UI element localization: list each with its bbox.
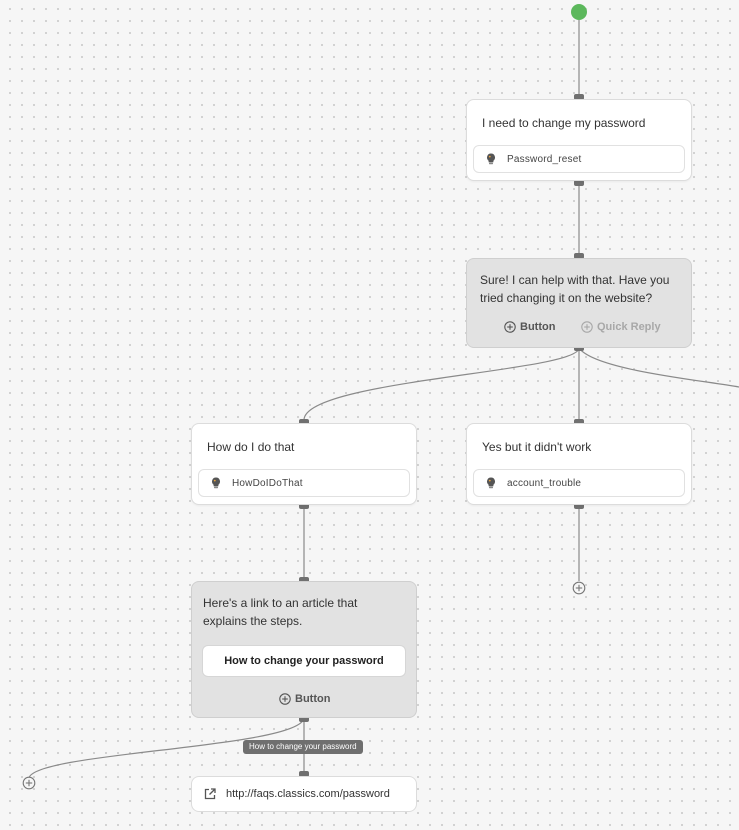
bot-message-text: Sure! I can help with that. Have you tri…: [480, 273, 670, 305]
bot-message-text: Here's a link to an article that explain…: [203, 596, 358, 628]
add-button-label: Button: [295, 693, 331, 705]
start-node[interactable]: [571, 4, 587, 20]
user-message-node-2[interactable]: How do I do that HowDoIDoThat: [191, 423, 417, 505]
add-quick-reply-label: Quick Reply: [597, 321, 661, 333]
user-message-text: I need to change my password: [482, 116, 646, 130]
edge-bot-1-to-user-2: [303, 347, 580, 421]
intent-chip[interactable]: account_trouble: [473, 469, 685, 497]
port-bot-1-in: [574, 253, 584, 259]
user-message-node-1[interactable]: I need to change my password Password_re…: [466, 99, 692, 181]
external-link-icon: [204, 788, 216, 800]
port-user-1-in: [574, 94, 584, 100]
reply-button[interactable]: How to change your password: [202, 645, 406, 677]
edge-bot-1-offscreen: [578, 347, 739, 388]
plus-circle-icon: [581, 321, 593, 333]
add-quick-reply-action[interactable]: Quick Reply: [581, 321, 661, 333]
link-node[interactable]: http://faqs.classics.com/password: [191, 776, 417, 812]
bot-message-node-1[interactable]: Sure! I can help with that. Have you tri…: [466, 258, 692, 348]
add-button-action[interactable]: Button: [504, 321, 555, 333]
add-button-action[interactable]: Button: [279, 693, 330, 705]
intent-chip[interactable]: Password_reset: [473, 145, 685, 173]
plus-circle-icon: [504, 321, 516, 333]
user-message-node-3[interactable]: Yes but it didn't work account_trouble: [466, 423, 692, 505]
link-url: http://faqs.classics.com/password: [226, 788, 390, 800]
edge-label: How to change your password: [243, 740, 363, 754]
user-message-text: Yes but it didn't work: [482, 440, 592, 454]
bot-message-node-2[interactable]: Here's a link to an article that explain…: [191, 581, 417, 718]
bulb-icon: [212, 477, 220, 489]
add-node-icon[interactable]: [572, 581, 586, 595]
add-button-label: Button: [520, 321, 556, 333]
port-user-1-out: [574, 180, 584, 186]
add-node-icon[interactable]: [22, 776, 36, 790]
intent-label: Password_reset: [507, 153, 582, 165]
bulb-icon: [487, 477, 495, 489]
intent-label: HowDoIDoThat: [232, 477, 303, 489]
plus-circle-icon: [279, 693, 291, 705]
intent-chip[interactable]: HowDoIDoThat: [198, 469, 410, 497]
bulb-icon: [487, 153, 495, 165]
user-message-text: How do I do that: [207, 440, 295, 454]
port-link-in: [299, 771, 309, 777]
edge-bot-2-to-add: [28, 717, 305, 779]
intent-label: account_trouble: [507, 477, 582, 489]
